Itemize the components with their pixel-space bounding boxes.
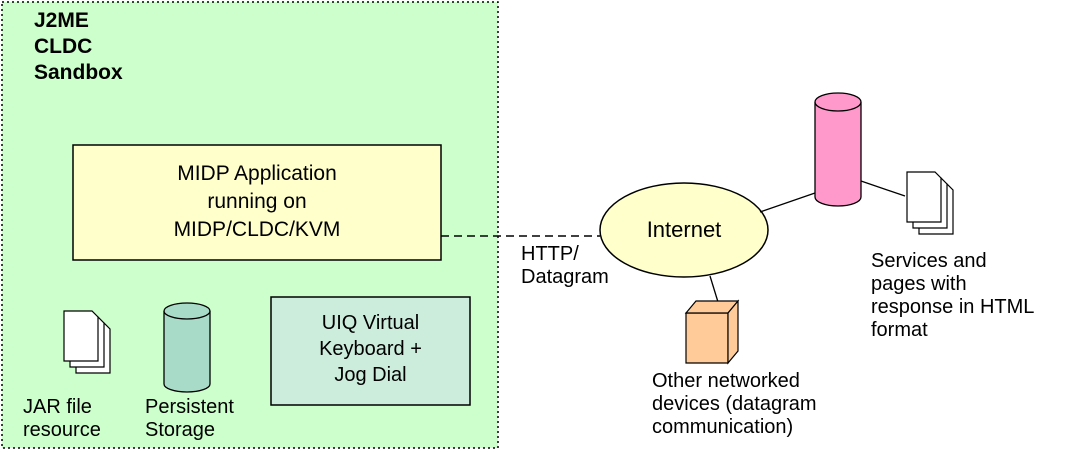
uiq-keyboard-label: UIQ Virtual Keyboard + Jog Dial: [271, 310, 470, 388]
internet-to-device-line: [709, 275, 719, 303]
midp-application-label: MIDP Application running on MIDP/CLDC/KV…: [73, 160, 441, 244]
uiq-line: Jog Dial: [334, 364, 407, 386]
other-devices-line: communication): [652, 416, 794, 438]
other-devices-line: Other networked: [652, 370, 800, 392]
jar-file-label: JAR file resource: [23, 396, 101, 442]
services-line: response in HTML: [871, 296, 1035, 318]
networked-device-box-icon: [684, 299, 740, 365]
services-line: format: [871, 319, 928, 341]
connection-line-text: Datagram: [521, 266, 609, 288]
uiq-line: UIQ Virtual: [321, 312, 420, 334]
internet-to-database-line: [759, 192, 816, 213]
jar-file-line: resource: [23, 419, 101, 441]
persistent-storage-line: Storage: [145, 419, 216, 441]
persistent-storage-line: Persistent: [145, 396, 234, 418]
services-label: Services and pages with response in HTML…: [871, 250, 1066, 342]
database-to-documents-line: [860, 180, 906, 197]
server-database-icon: [814, 92, 862, 207]
services-line: Services and: [871, 250, 987, 272]
sandbox-title: J2ME CLDC Sandbox: [34, 8, 123, 86]
persistent-storage-cylinder-icon: [163, 302, 211, 393]
internet-label: Internet: [646, 217, 722, 242]
uiq-line: Keyboard +: [319, 338, 422, 360]
sandbox-title-line: CLDC: [34, 35, 93, 58]
jar-file-line: JAR file: [23, 396, 92, 418]
services-line: pages with: [871, 273, 967, 295]
sandbox-title-line: J2ME: [34, 9, 89, 32]
other-devices-label: Other networked devices (datagram commun…: [652, 370, 817, 439]
midp-line: MIDP/CLDC/KVM: [173, 218, 341, 241]
sandbox-title-line: Sandbox: [34, 61, 123, 84]
jar-file-document-icon: [63, 310, 111, 374]
connection-line-text: HTTP/: [521, 243, 579, 265]
midp-application-box: [72, 144, 442, 261]
connection-label: HTTP/ Datagram: [521, 243, 609, 289]
internet-ellipse: [599, 182, 769, 278]
midp-line: running on: [207, 190, 307, 213]
services-documents-icon: [906, 171, 954, 235]
uiq-keyboard-box: [270, 296, 471, 406]
other-devices-line: devices (datagram: [652, 393, 817, 415]
midp-line: MIDP Application: [177, 162, 337, 185]
persistent-storage-label: Persistent Storage: [145, 396, 234, 442]
